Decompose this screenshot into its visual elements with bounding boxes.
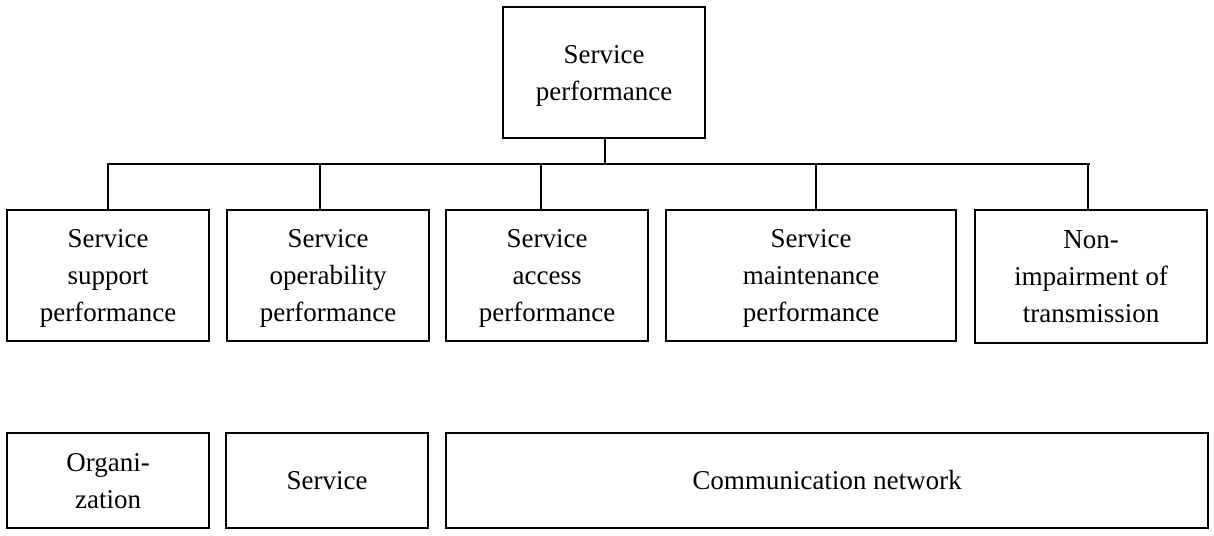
child-node-label: Service operability performance xyxy=(260,220,396,331)
child-node-label: Service support performance xyxy=(40,220,176,331)
child-label-line: performance xyxy=(742,297,880,327)
child-node-label: Service maintenance performance xyxy=(743,220,879,331)
connector-child-1 xyxy=(107,163,109,209)
bottom-box-label: Organi- zation xyxy=(66,444,149,518)
child-node-label: Non- impairment of transmission xyxy=(1014,221,1168,332)
child-label-line: operability xyxy=(269,260,387,290)
bottom-label-line: zation xyxy=(75,483,141,514)
child-node-label: Service access performance xyxy=(479,220,615,331)
connector-child-3 xyxy=(540,163,542,209)
connector-child-2 xyxy=(319,163,321,209)
child-label-line: access xyxy=(512,260,582,290)
child-label-line: impairment of xyxy=(1014,261,1168,291)
bottom-box-organization: Organi- zation xyxy=(6,432,210,529)
child-label-line: support xyxy=(67,260,149,290)
child-label-line: transmission xyxy=(1022,298,1160,328)
root-label-line: performance xyxy=(535,75,673,106)
bottom-box-label: Service xyxy=(287,462,368,499)
root-node-label: Service performance xyxy=(536,36,672,110)
connector-child-4 xyxy=(815,163,817,209)
connector-horizontal-bus xyxy=(107,163,1090,165)
root-node-service-performance: Service performance xyxy=(502,6,706,139)
child-node-non-impairment-of-transmission: Non- impairment of transmission xyxy=(974,209,1208,344)
bottom-box-communication-network: Communication network xyxy=(445,432,1209,529)
bottom-box-label: Communication network xyxy=(692,462,961,499)
bottom-box-service: Service xyxy=(225,432,429,529)
child-label-line: Non- xyxy=(1063,224,1119,254)
child-label-line: maintenance xyxy=(742,260,880,290)
child-label-line: Service xyxy=(67,223,149,253)
bottom-label-line: Service xyxy=(286,465,368,495)
root-label-line: Service xyxy=(563,38,645,69)
child-label-line: performance xyxy=(39,297,177,327)
bottom-label-line: Communication network xyxy=(692,465,962,495)
child-label-line: performance xyxy=(259,297,397,327)
child-node-service-operability-performance: Service operability performance xyxy=(226,209,430,342)
child-label-line: performance xyxy=(478,297,616,327)
child-label-line: Service xyxy=(287,223,369,253)
connector-root-stem xyxy=(604,139,606,164)
bottom-label-line: Organi- xyxy=(66,446,150,477)
child-node-service-support-performance: Service support performance xyxy=(6,209,210,342)
child-node-service-maintenance-performance: Service maintenance performance xyxy=(665,209,957,342)
connector-child-5 xyxy=(1087,163,1089,209)
child-node-service-access-performance: Service access performance xyxy=(445,209,649,342)
child-label-line: Service xyxy=(770,223,852,253)
child-label-line: Service xyxy=(506,223,588,253)
